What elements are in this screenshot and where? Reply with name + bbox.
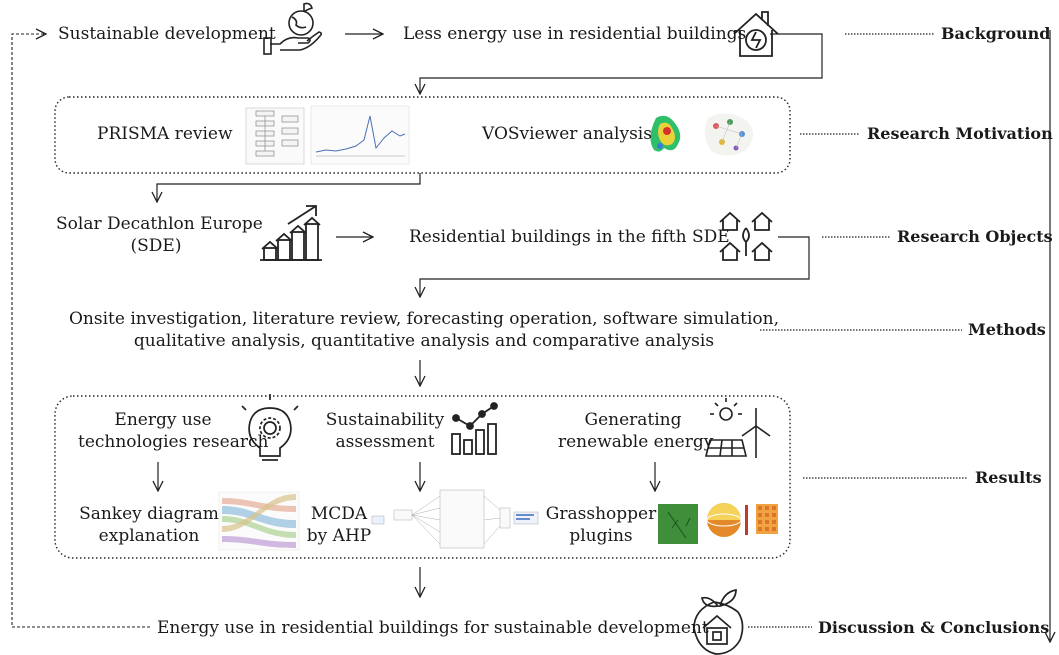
mcda-line2: by AHP <box>306 526 372 546</box>
rising-houses-icon <box>260 205 322 261</box>
growth-chart-icon <box>451 402 498 455</box>
density-map-thumbnail <box>650 115 681 152</box>
generating-renewable-text: Generating renewable energy <box>558 409 714 453</box>
elbow-objects-to-methods <box>420 236 810 297</box>
sun-path-thumbnail <box>706 503 748 537</box>
hand-globe-plant-icon <box>263 2 323 55</box>
green-simulation-thumbnail <box>658 504 698 544</box>
label-background: Background <box>941 24 1051 43</box>
sankey-thumbnail <box>218 491 300 551</box>
grasshopper-line2: plugins <box>569 526 633 546</box>
conclusion-text: Energy use in residential buildings for … <box>157 618 709 638</box>
sustainability-assessment-text: Sustainability assessment <box>325 409 445 453</box>
vosviewer-analysis-text: VOSviewer analysis <box>482 124 652 144</box>
ahp-network-thumbnail <box>371 489 539 549</box>
sankey-line1: Sankey diagram <box>79 504 219 524</box>
less-energy-use-text: Less energy use in residential buildings <box>403 24 747 44</box>
sustainability-line1: Sustainability <box>325 410 445 430</box>
lightbulb-gear-icon <box>241 394 299 461</box>
grasshopper-line1: Grasshopper <box>545 504 657 524</box>
grasshopper-plugins-text: Grasshopper plugins <box>544 503 658 547</box>
elbow-bg-to-motivation <box>420 33 823 94</box>
feedback-loop-line <box>11 34 150 628</box>
mcda-ahp-text: MCDA by AHP <box>302 503 376 547</box>
label-research-motivation: Research Motivation <box>867 124 1053 143</box>
methods-text: Onsite investigation, literature review,… <box>44 308 804 352</box>
residential-buildings-sde-text: Residential buildings in the fifth SDE <box>409 227 730 247</box>
label-results: Results <box>975 468 1042 487</box>
line-plot-thumbnail <box>310 105 410 165</box>
label-methods: Methods <box>968 320 1046 339</box>
house-energy-icon <box>733 11 779 57</box>
methods-line1: Onsite investigation, literature review,… <box>68 309 779 329</box>
prisma-flow-thumbnail <box>245 107 305 165</box>
sun-turbine-solar-icon <box>704 398 771 458</box>
energy-use-tech-text: Energy use technologies research <box>78 409 269 453</box>
label-research-objects: Research Objects <box>897 227 1053 246</box>
sustainable-development-text: Sustainable development <box>58 24 276 44</box>
results-box <box>54 395 791 559</box>
energy-use-tech-line2: technologies research <box>78 432 269 452</box>
orange-grid-thumbnail <box>756 504 778 534</box>
label-discussion-conclusions: Discussion & Conclusions <box>818 618 1050 637</box>
methods-line2: qualitative analysis, quantitative analy… <box>133 331 715 351</box>
eco-house-leaf-icon <box>693 588 744 655</box>
sde-title-line2: (SDE) <box>130 236 182 256</box>
sankey-line2: explanation <box>98 526 200 546</box>
motivation-box <box>54 96 791 174</box>
prisma-review-text: PRISMA review <box>97 124 233 144</box>
sustainability-line2: assessment <box>335 432 435 452</box>
energy-use-tech-line1: Energy use <box>114 410 212 430</box>
mcda-line1: MCDA <box>310 504 368 524</box>
elbow-motivation-to-objects <box>157 173 421 202</box>
generating-line2: renewable energy <box>558 432 714 452</box>
sankey-explanation-text: Sankey diagram explanation <box>74 503 224 547</box>
network-map-thumbnail <box>704 113 753 156</box>
sde-title-text: Solar Decathlon Europe (SDE) <box>56 213 263 257</box>
sde-title-line1: Solar Decathlon Europe <box>56 214 263 234</box>
houses-tree-icon <box>719 211 773 261</box>
generating-line1: Generating <box>584 410 682 430</box>
